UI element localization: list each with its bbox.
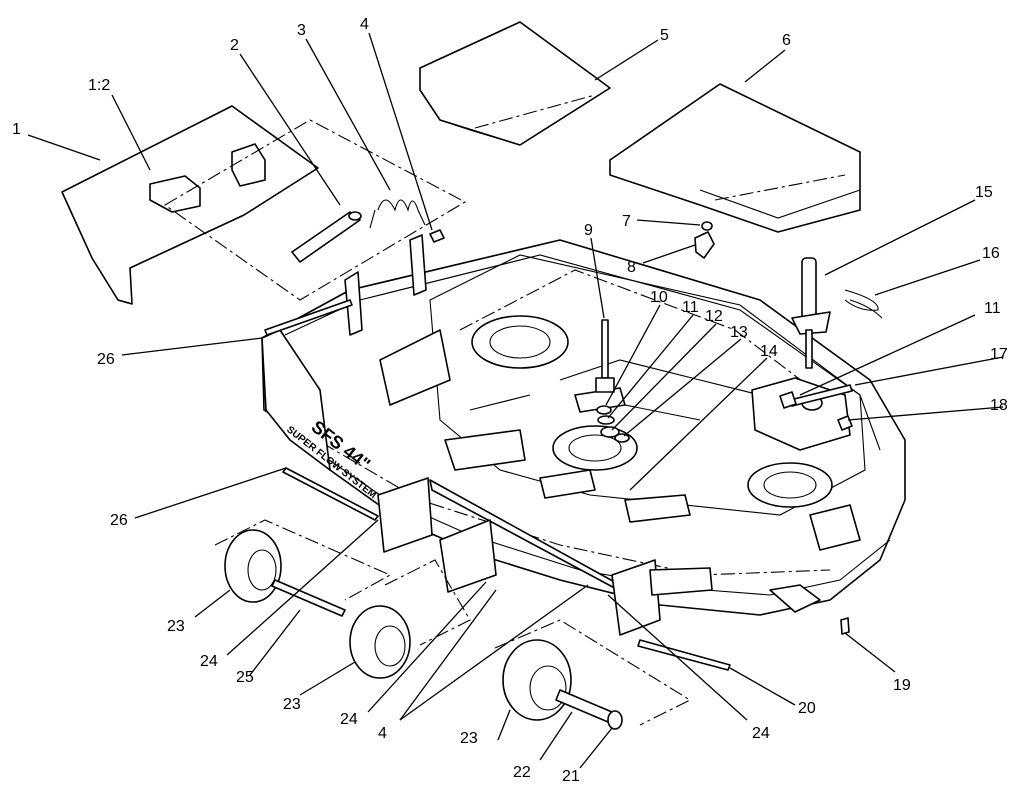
belt-cover-small [419, 21, 611, 146]
callout-26-lower: 26 [110, 512, 128, 529]
callout-22: 22 [513, 764, 531, 781]
callout-8: 8 [627, 259, 636, 276]
spindle-bolt [595, 319, 615, 393]
top-bolt [429, 229, 445, 243]
discharge-deflector [61, 105, 467, 305]
callout-labels: 1 1:2 2 3 4 5 6 7 8 9 10 11 12 13 14 15 … [12, 16, 1008, 785]
callout-23-middle: 23 [283, 696, 301, 713]
bottom-bolt [840, 617, 850, 635]
axle-left [271, 579, 346, 617]
callout-9: 9 [584, 222, 593, 239]
callout-10: 10 [650, 289, 668, 306]
callout-2: 2 [230, 37, 239, 54]
callout-21: 21 [562, 768, 580, 785]
long-bolt-lower [282, 467, 379, 521]
callout-5: 5 [660, 27, 669, 44]
callout-24-left: 24 [200, 653, 218, 670]
callout-4-top: 4 [360, 16, 369, 33]
spindle-hardware [596, 405, 630, 443]
wheel-middle [349, 605, 411, 679]
height-adjust-pin [791, 257, 831, 369]
callout-4-bottom: 4 [378, 725, 387, 742]
cover-knob [694, 221, 715, 259]
pivot-rod [291, 211, 362, 263]
callout-19: 19 [893, 677, 911, 694]
callout-14: 14 [760, 343, 778, 360]
leader-lines [27, 32, 1004, 769]
callout-16: 16 [982, 245, 1000, 262]
callout-13: 13 [730, 324, 748, 341]
callout-11-right: 11 [984, 300, 1001, 317]
callout-7: 7 [622, 213, 631, 230]
callout-23-right: 23 [460, 730, 478, 747]
callout-3: 3 [297, 22, 306, 39]
callout-24-right: 24 [752, 725, 770, 742]
callout-1-2: 1:2 [88, 77, 110, 94]
callout-17: 17 [990, 346, 1008, 363]
callout-23-left: 23 [167, 618, 185, 635]
callout-6: 6 [782, 32, 791, 49]
callout-24-middle: 24 [340, 711, 358, 728]
hairpin-cotter [844, 289, 883, 319]
callout-1: 1 [12, 121, 21, 138]
roller-axle-bolt [637, 639, 731, 671]
callout-11-center: 11 [682, 299, 699, 316]
axle-spacer [607, 710, 623, 730]
callout-25: 25 [236, 669, 254, 686]
wheel-left [224, 529, 282, 603]
callout-12: 12 [705, 308, 723, 325]
torsion-spring [369, 199, 426, 229]
long-bolt-upper [264, 299, 353, 336]
callout-18: 18 [990, 397, 1008, 414]
axle-right [555, 689, 613, 723]
callout-26-upper: 26 [97, 351, 115, 368]
wheel-right [502, 639, 572, 721]
callout-20: 20 [798, 700, 816, 717]
belt-cover-large [609, 83, 861, 233]
side-bolt [779, 384, 853, 409]
callout-15: 15 [975, 184, 993, 201]
roller-brackets [377, 477, 713, 636]
